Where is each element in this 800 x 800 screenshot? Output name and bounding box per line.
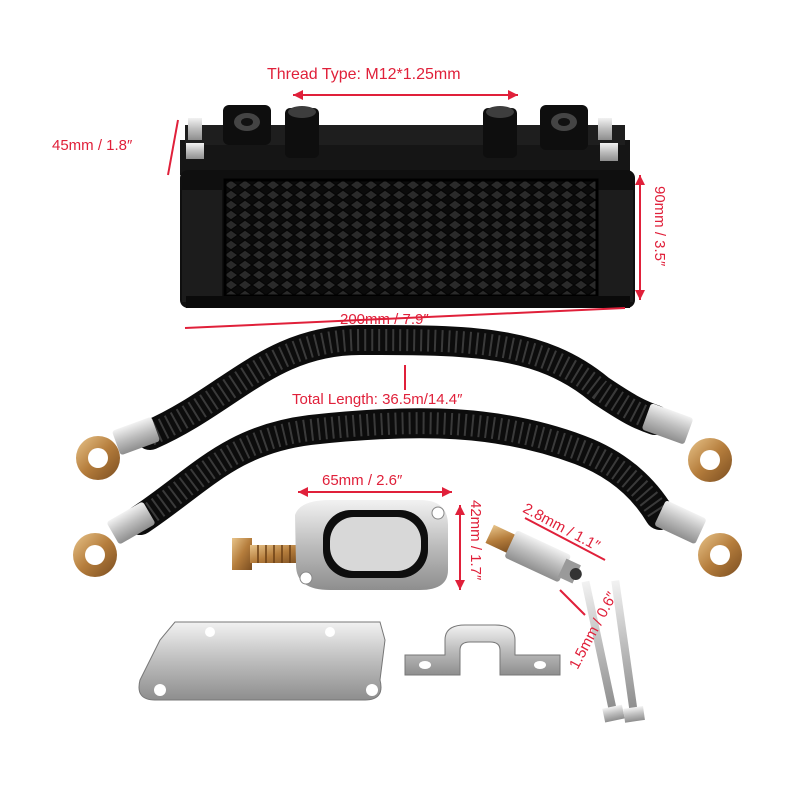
height-right-label: 90mm / 3.5″ [651, 186, 668, 267]
thread-type-label: Thread Type: M12*1.25mm [267, 66, 461, 83]
oil-cooler [180, 105, 635, 308]
hose-clamp [404, 624, 561, 676]
dimension-arrows [167, 90, 645, 616]
threaded-fitting [485, 524, 582, 584]
top-fitting-left [223, 105, 271, 145]
top-fitting-right [540, 105, 588, 150]
hose-upper [76, 324, 732, 482]
hose-lower-left-fitting [73, 502, 155, 577]
top-fitting-mid-left [285, 106, 319, 158]
side-bolts-left [186, 118, 204, 159]
side-bolts-right [598, 118, 618, 161]
adapter-height-label: 42mm / 1.7″ [467, 500, 484, 581]
width-label: 200mm / 7.9″ [340, 311, 429, 328]
oil-adapter [295, 500, 448, 590]
height-small-label: 45mm / 1.8″ [52, 137, 133, 154]
hose-upper-left-fitting [76, 417, 160, 480]
adapter-width-label: 65mm / 2.6″ [322, 472, 403, 489]
top-fitting-mid-right [483, 106, 517, 158]
hose-lower-right-fitting [655, 501, 742, 577]
adapter-bolt [232, 538, 305, 570]
hose-upper-right-fitting [642, 403, 732, 482]
hose-lower [73, 408, 742, 577]
mounting-bracket [138, 621, 386, 701]
long-bolts [581, 580, 645, 723]
hose-length-label: Total Length: 36.5m/14.4″ [292, 391, 463, 408]
